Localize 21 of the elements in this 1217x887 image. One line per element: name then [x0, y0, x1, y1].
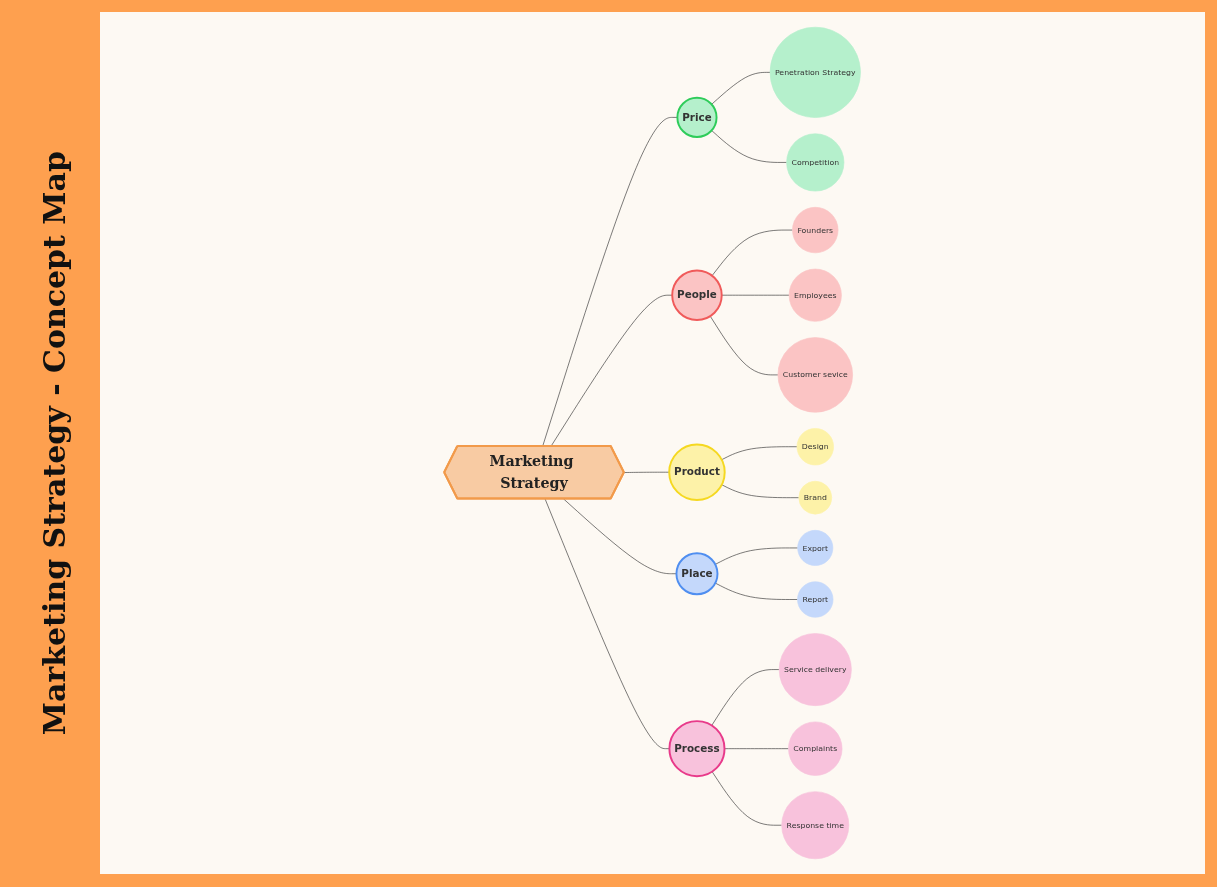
connector — [624, 471, 670, 473]
connector — [711, 771, 783, 826]
connector — [715, 582, 798, 600]
connector — [542, 117, 678, 447]
connector — [550, 294, 673, 447]
connector — [711, 669, 780, 726]
connector — [721, 446, 798, 461]
connector — [711, 72, 771, 105]
node-circle: People — [671, 269, 723, 321]
node-circle: Place — [675, 552, 719, 596]
diagram-title: Marketing Strategy - Concept Map — [36, 151, 72, 736]
connector — [711, 130, 788, 163]
connector — [711, 229, 793, 276]
connector — [544, 498, 670, 749]
connector — [721, 484, 800, 498]
connector — [563, 498, 677, 575]
node-circle: Price — [676, 96, 718, 138]
connector — [715, 547, 799, 565]
connector — [710, 315, 779, 376]
node-circle: Product — [668, 443, 726, 501]
node-circle: Process — [668, 720, 726, 778]
